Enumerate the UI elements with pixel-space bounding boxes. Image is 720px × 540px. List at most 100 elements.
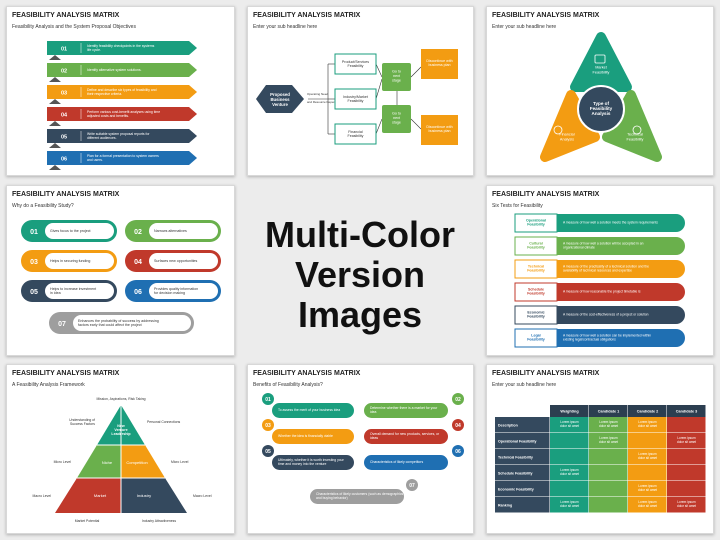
caption-line-1: Multi-Color <box>265 214 455 255</box>
test-description: A measure of the cost-effectiveness of a… <box>563 313 649 317</box>
table-cell <box>667 481 706 497</box>
market-label: Market <box>94 493 107 498</box>
slide-objectives[interactable]: FEASIBILITY ANALYSIS MATRIX Feasibility … <box>6 6 235 176</box>
table-cell <box>589 465 628 481</box>
test-description: A measure of how well a solution will be… <box>563 242 644 250</box>
table-cell <box>550 481 589 497</box>
slide-framework[interactable]: FEASIBILITY ANALYSIS MATRIX A Feasibilit… <box>6 364 235 534</box>
benefit-text: Characteristics of likely competitors <box>370 460 423 464</box>
benefit-number: 01 <box>265 397 271 403</box>
slide-subtitle: Enter your sub headline here <box>492 24 557 30</box>
test-description: A measure of the practicality of a techn… <box>563 265 649 273</box>
table-header-cell <box>550 405 589 417</box>
benefit-band <box>364 429 448 444</box>
fold-shadow <box>49 99 61 104</box>
reason-text: Enhances the probability of success by a… <box>78 319 159 327</box>
table-cell <box>628 465 667 481</box>
test-label-box <box>514 259 558 279</box>
table-cell <box>550 465 589 481</box>
slide-subtitle: Benefits of Feasibility Analysis? <box>253 382 323 388</box>
table-row-label: Technical Feasibility <box>498 456 533 460</box>
reason-pill-inner <box>149 253 218 269</box>
objective-text: Perform various cost-benefit analyses us… <box>87 110 160 118</box>
version-caption: Multi-Color Version Images <box>248 215 472 335</box>
slide-six-tests[interactable]: FEASIBILITY ANALYSIS MATRIX Six Tests fo… <box>486 185 714 356</box>
table-cell <box>667 433 706 449</box>
benefit-band <box>272 429 354 444</box>
objective-number: 06 <box>61 157 67 163</box>
slide-benefits[interactable]: FEASIBILITY ANALYSIS MATRIX Benefits of … <box>247 364 474 534</box>
slide-title: FEASIBILITY ANALYSIS MATRIX <box>492 12 600 19</box>
dep2: and Resource Depends on... <box>307 100 345 104</box>
benefit-band <box>272 403 354 418</box>
reason-number: 06 <box>134 289 142 296</box>
objective-number: 03 <box>61 91 67 97</box>
reason-pill-inner <box>45 253 114 269</box>
table-row-label: Schedule Feasibility <box>498 472 533 476</box>
reason-pill-inner <box>149 283 218 299</box>
table-row-label-cell <box>495 481 550 497</box>
money-icon <box>553 125 563 135</box>
macro-left: Macro Level <box>33 494 52 498</box>
table-header-label: Candidate 1 <box>598 410 620 414</box>
benefit-text: Overall demand for new products, service… <box>370 432 440 440</box>
reason-pill-inner <box>45 283 114 299</box>
table-row-label: Description <box>498 424 518 428</box>
competition-label: Competition <box>126 460 147 465</box>
benefit-number: 06 <box>455 449 461 455</box>
slide-matrix[interactable]: FEASIBILITY ANALYSIS MATRIX Enter your s… <box>486 364 714 534</box>
benefit-badge <box>452 393 464 405</box>
table-cell <box>667 465 706 481</box>
connections-label: Personal Connections <box>147 420 180 424</box>
objective-number: 04 <box>61 113 68 119</box>
table-cell <box>550 417 589 433</box>
slide-flow[interactable]: FEASIBILITY ANALYSIS MATRIX Enter your s… <box>247 6 474 176</box>
test-description: A measure of how reasonable the project … <box>563 290 641 294</box>
reason-pill-inner <box>73 315 191 331</box>
slide-title: FEASIBILITY ANALYSIS MATRIX <box>492 191 600 198</box>
table-row-label: Operational Feasibility <box>498 440 537 444</box>
objective-text: Write suitable system proposal reports f… <box>87 132 150 140</box>
slide-why[interactable]: FEASIBILITY ANALYSIS MATRIX Why do a Fea… <box>6 185 235 356</box>
table-cell <box>628 449 667 465</box>
gear-icon <box>632 125 642 135</box>
table-cell <box>667 449 706 465</box>
micro-left: Micro Level <box>54 460 72 464</box>
table-cell <box>589 481 628 497</box>
benefit-number: 05 <box>265 449 271 455</box>
fold-shadow <box>49 143 61 148</box>
benefit-number: 02 <box>455 397 461 403</box>
objective-text: Identify alternative system solutions. <box>87 68 142 72</box>
objective-arrow <box>47 85 197 99</box>
table-row-label-cell <box>495 497 550 513</box>
caption-line-2: Version Images <box>294 254 426 335</box>
slide-types[interactable]: FEASIBILITY ANALYSIS MATRIX Enter your s… <box>486 6 714 176</box>
reason-text: Surfaces new opportunities <box>154 259 198 263</box>
objective-arrow <box>47 107 197 121</box>
slide-title: FEASIBILITY ANALYSIS MATRIX <box>12 12 120 19</box>
objective-text: Define and describe six types of feasibi… <box>87 88 157 96</box>
benefit-band <box>364 403 448 418</box>
objective-text: Plan for a formal presentation to system… <box>87 154 159 162</box>
attractiveness-label: Industry Attractiveness <box>142 519 176 523</box>
test-label-box <box>514 213 558 233</box>
test-description: A measure of how well a solution meets t… <box>563 221 658 225</box>
table-cell <box>667 417 706 433</box>
table-row-label: Economic Feasibility <box>498 488 534 492</box>
